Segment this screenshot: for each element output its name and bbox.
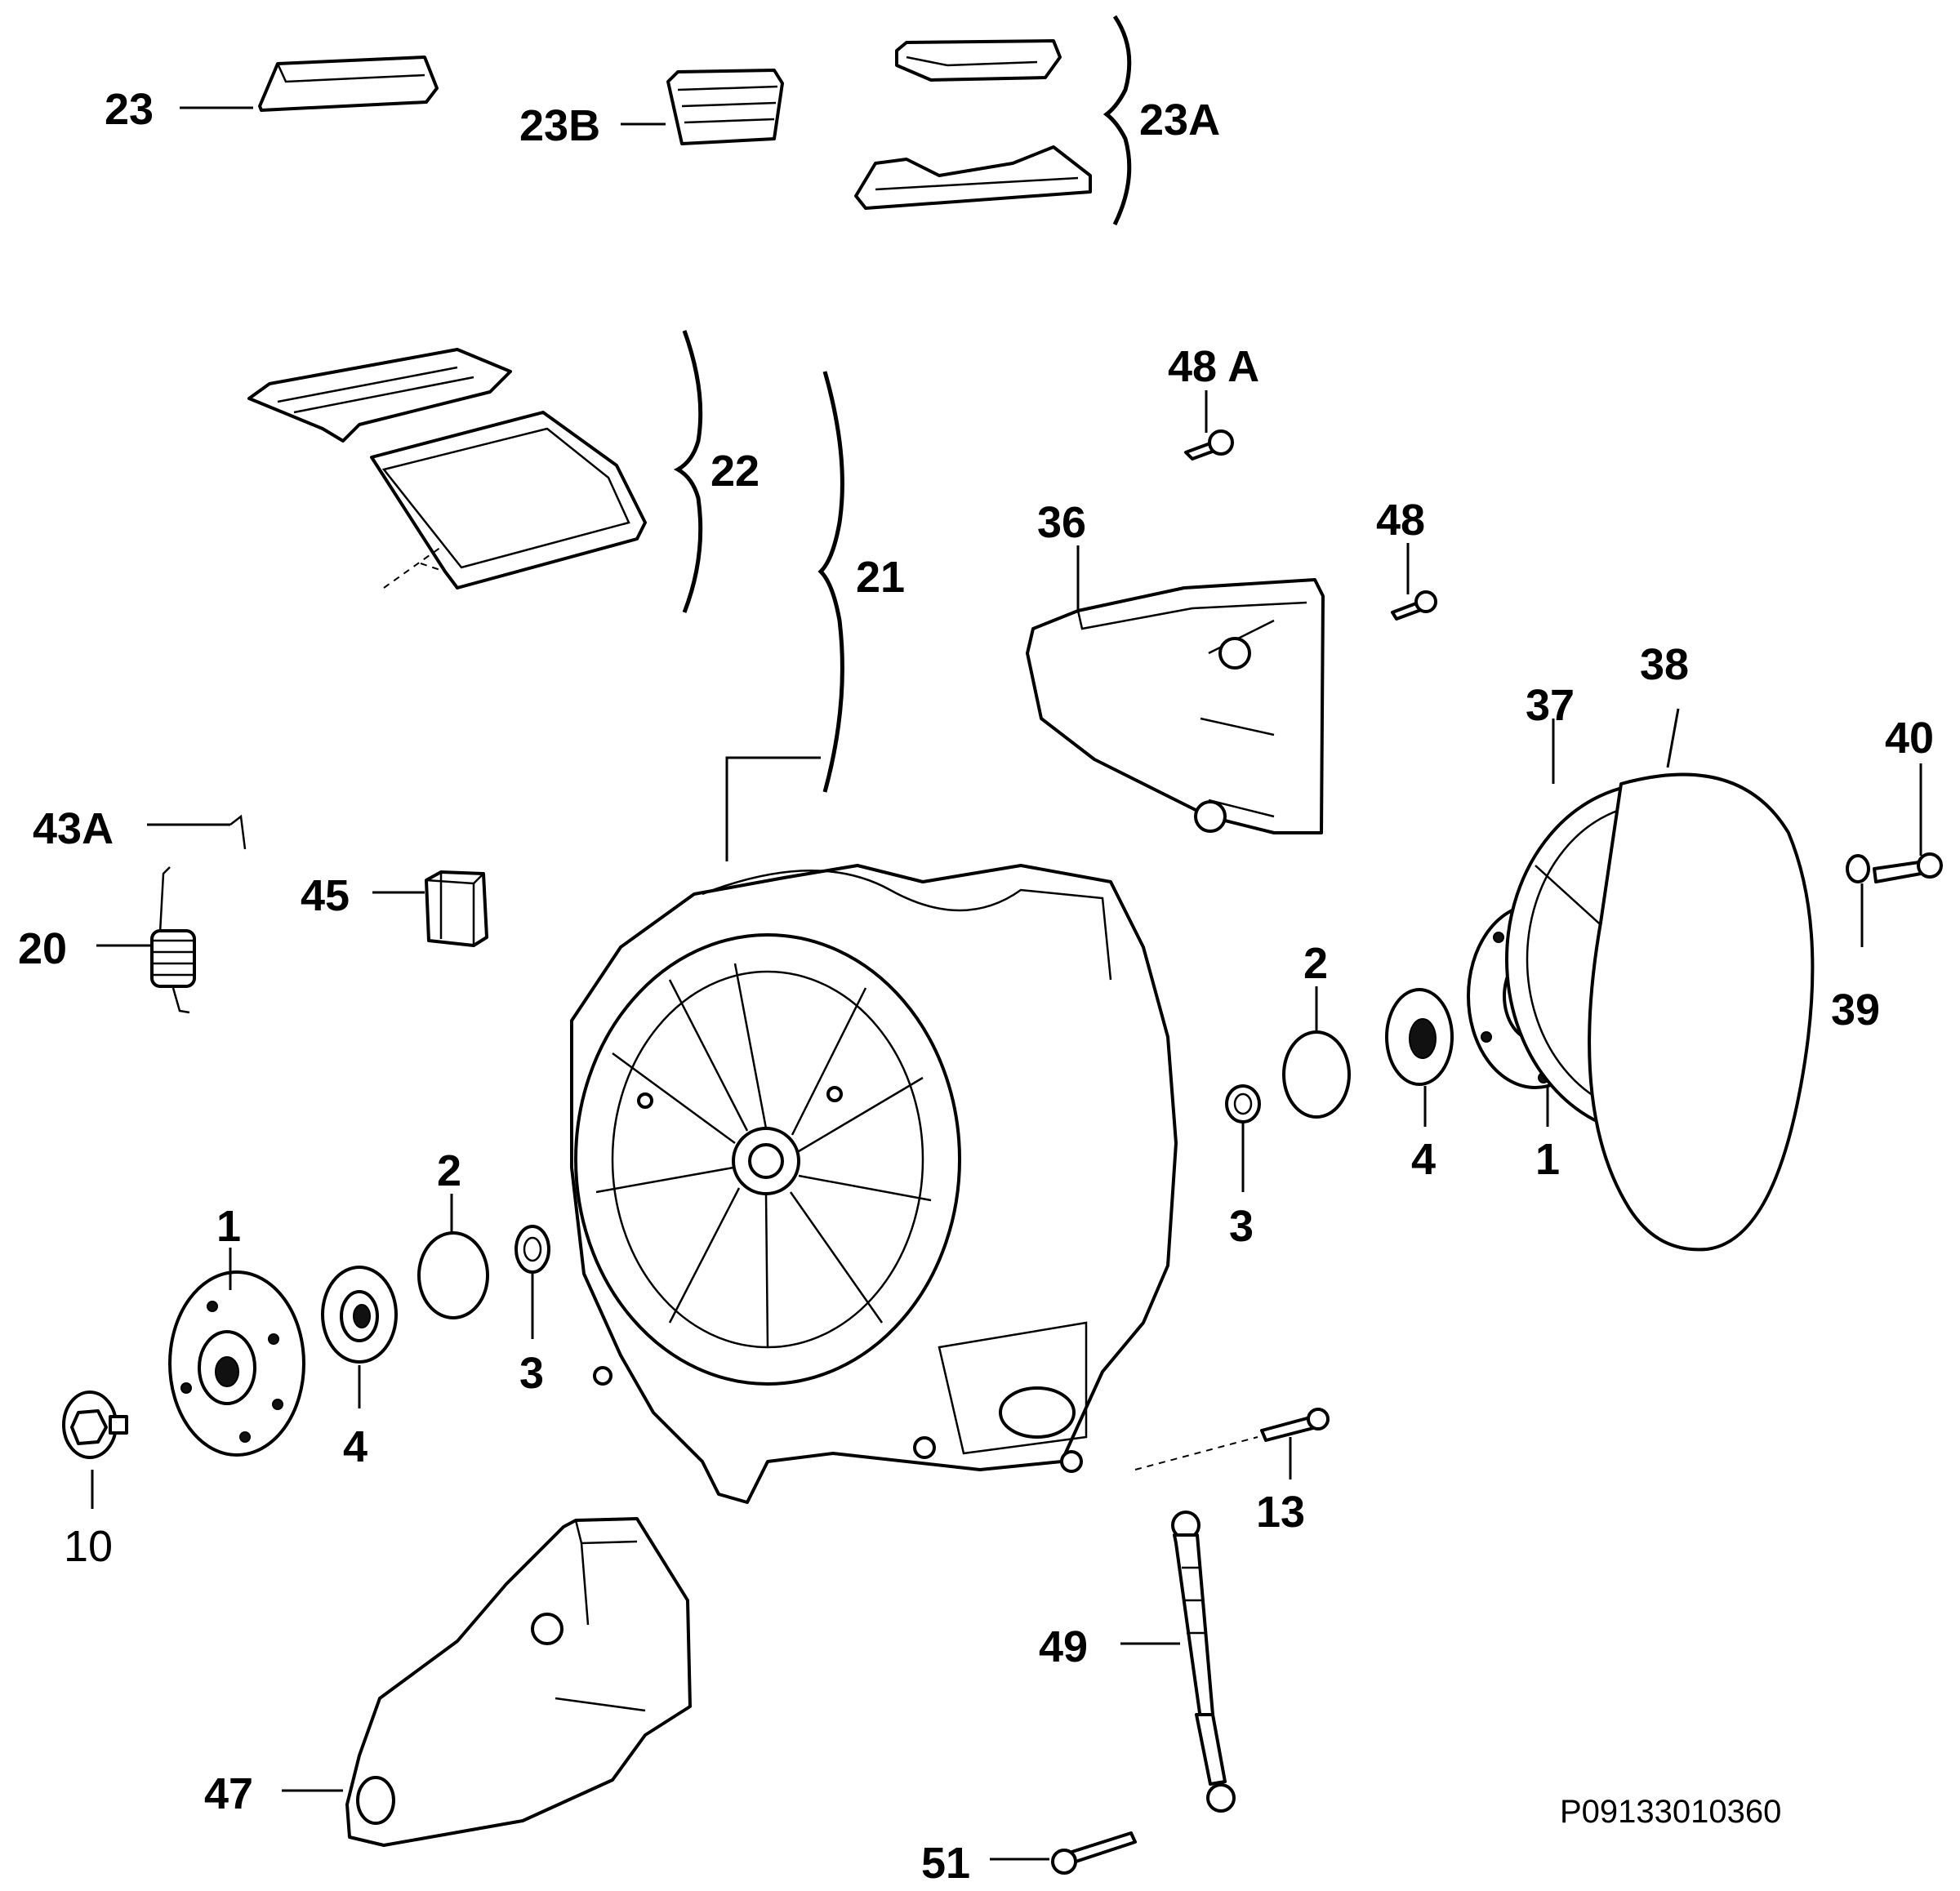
label-3-left: 3 bbox=[519, 1349, 544, 1398]
label-22: 22 bbox=[710, 447, 760, 496]
label-21: 21 bbox=[856, 553, 905, 602]
part-3-left-nut bbox=[514, 1225, 550, 1339]
part-4-right-seal bbox=[1385, 988, 1454, 1127]
part-22-panels bbox=[247, 330, 703, 613]
part-23a bbox=[854, 15, 1132, 226]
label-1-right: 1 bbox=[1535, 1135, 1560, 1184]
part-49-shock bbox=[1120, 1511, 1236, 1813]
part-45-block bbox=[372, 870, 488, 947]
part-3-right-nut bbox=[1225, 1084, 1261, 1192]
label-45: 45 bbox=[301, 871, 350, 920]
part-10-nut bbox=[62, 1390, 128, 1509]
label-39: 39 bbox=[1831, 986, 1880, 1034]
label-38: 38 bbox=[1640, 640, 1689, 689]
label-10: 10 bbox=[64, 1522, 113, 1571]
label-23b: 23B bbox=[519, 101, 600, 150]
part-2-right-oring bbox=[1282, 986, 1351, 1119]
brace-22 bbox=[673, 330, 703, 613]
label-51: 51 bbox=[921, 1839, 970, 1888]
label-43a: 43A bbox=[33, 804, 114, 853]
part-39-washer bbox=[1846, 854, 1870, 947]
part-48-screw bbox=[1391, 543, 1437, 621]
label-2-right: 2 bbox=[1303, 939, 1328, 988]
label-36: 36 bbox=[1037, 498, 1086, 547]
label-2-left: 2 bbox=[437, 1146, 461, 1195]
part-43a-hook bbox=[147, 814, 247, 850]
part-4-left-seal bbox=[321, 1266, 398, 1408]
part-38-belt bbox=[1588, 708, 1815, 1252]
label-13: 13 bbox=[1256, 1488, 1305, 1537]
brace-21-group bbox=[725, 371, 844, 861]
label-23: 23 bbox=[105, 85, 154, 134]
part-51-screw bbox=[990, 1831, 1137, 1875]
brace-23a bbox=[1102, 15, 1132, 226]
part-13-bolt bbox=[1134, 1408, 1330, 1479]
label-20: 20 bbox=[18, 924, 67, 973]
part-1-left-flange bbox=[168, 1248, 305, 1457]
part-48a-screw bbox=[1184, 390, 1234, 461]
label-37: 37 bbox=[1526, 681, 1575, 730]
part-40-bolt bbox=[1873, 763, 1943, 883]
label-49: 49 bbox=[1039, 1622, 1088, 1671]
label-23a: 23A bbox=[1139, 96, 1220, 145]
label-4-left: 4 bbox=[343, 1422, 368, 1471]
part-2-left-oring bbox=[417, 1194, 489, 1319]
label-1-left: 1 bbox=[216, 1202, 241, 1251]
part-47-counterweight bbox=[282, 1517, 692, 1847]
label-3-right: 3 bbox=[1229, 1202, 1254, 1251]
part-21-tub bbox=[570, 864, 1178, 1504]
label-48: 48 bbox=[1376, 496, 1425, 545]
part-23b bbox=[621, 69, 784, 145]
label-48a: 48 A bbox=[1168, 342, 1259, 391]
label-40: 40 bbox=[1885, 714, 1934, 763]
part-23 bbox=[180, 56, 439, 112]
diagram-code: P09133010360 bbox=[1560, 1794, 1781, 1830]
part-20-spring bbox=[96, 866, 196, 1014]
label-4-right: 4 bbox=[1411, 1135, 1436, 1184]
part-36-counterweight bbox=[1026, 545, 1325, 834]
label-47: 47 bbox=[204, 1769, 253, 1818]
